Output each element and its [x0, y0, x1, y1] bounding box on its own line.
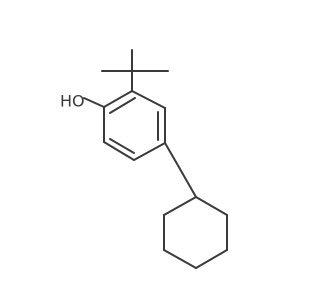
molecule-canvas: HO	[60, 49, 228, 269]
bond-cyclohexane-3	[163, 249, 197, 269]
bond-ring-3	[103, 141, 135, 161]
bond-ring-1	[103, 90, 133, 108]
atom-label-oh: HO	[60, 92, 85, 111]
ring-double-bond-2	[109, 138, 135, 154]
molecule-structure: HO	[60, 49, 228, 269]
ring-double-bond-1	[109, 97, 136, 114]
bond-ring-6	[131, 90, 166, 109]
bond-ch2-2	[175, 161, 197, 198]
bond-cyclohexane-4	[195, 249, 228, 269]
bond-ch2-1	[164, 142, 177, 163]
bond-cyclohexane-6	[195, 196, 228, 216]
bond-ring-4	[133, 142, 166, 161]
bond-oxygen	[83, 97, 105, 108]
bond-cyclohexane-1	[163, 196, 197, 216]
